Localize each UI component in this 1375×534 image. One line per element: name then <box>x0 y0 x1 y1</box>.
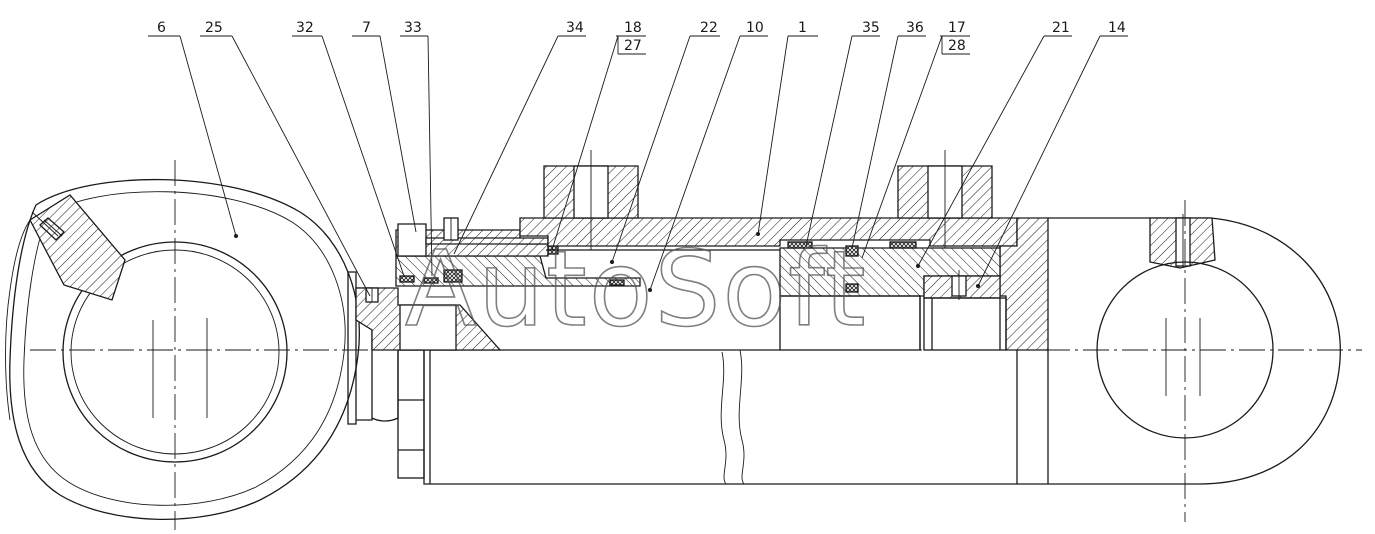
rod-eye <box>5 178 361 521</box>
callout-label: 6 <box>157 20 166 36</box>
callout-25: 25 <box>200 20 371 297</box>
callout-36: 36 <box>851 20 926 249</box>
callout-33: 33 <box>400 20 433 277</box>
callout-label: 32 <box>296 20 314 36</box>
callout-32: 32 <box>292 20 405 277</box>
callout-label: 22 <box>700 20 718 36</box>
callout-22: 22 <box>610 20 720 264</box>
callout-label: 33 <box>404 20 422 36</box>
callout-label: 34 <box>566 20 584 36</box>
callout-18-27: 18 27 <box>551 20 646 251</box>
callout-label: 18 <box>624 20 642 36</box>
rod-section <box>355 217 641 351</box>
callout-34: 34 <box>453 20 586 255</box>
callout-label: 36 <box>906 20 924 36</box>
callout-7: 7 <box>352 20 417 233</box>
callout-label: 14 <box>1108 20 1126 36</box>
callout-label: 27 <box>624 38 642 54</box>
watermark: AutoSoft <box>405 228 868 350</box>
eye-center-lines <box>152 160 208 530</box>
rear-eye <box>1016 200 1341 522</box>
callout-label: 10 <box>746 20 764 36</box>
cylinder-tube <box>519 150 1049 351</box>
callout-label: 17 <box>948 20 966 36</box>
callout-label: 1 <box>798 20 807 36</box>
callout-1: 1 <box>756 20 818 236</box>
callout-label: 25 <box>205 20 223 36</box>
callout-35: 35 <box>805 20 880 247</box>
callout-10: 10 <box>648 20 768 292</box>
callout-6: 6 <box>148 20 238 238</box>
callout-label: 7 <box>362 20 371 36</box>
callout-label: 21 <box>1052 20 1070 36</box>
piston <box>779 241 1007 351</box>
callout-label: 35 <box>862 20 880 36</box>
callout-label: 28 <box>948 38 966 54</box>
callout-21: 21 <box>916 20 1072 268</box>
callout-17-28: 17 28 <box>861 20 970 259</box>
callout-14: 14 <box>976 20 1128 288</box>
